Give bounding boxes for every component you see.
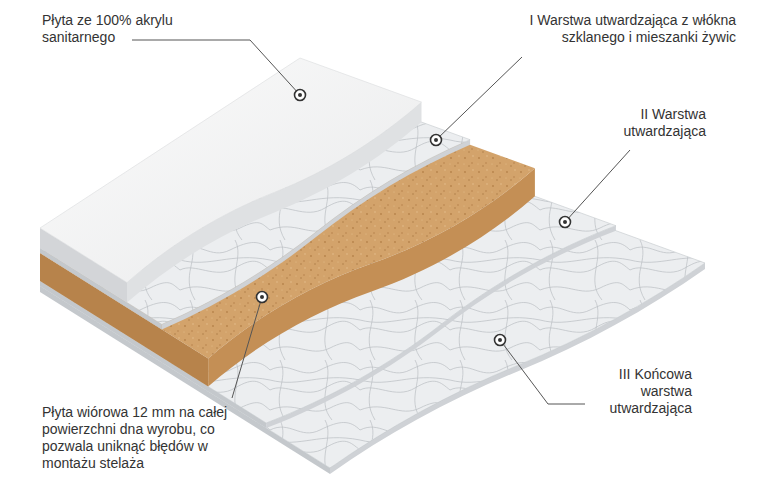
- leader-line: [500, 340, 585, 404]
- callout-label: III Końcowa warstwa utwardzająca: [592, 366, 692, 417]
- leader-line: [436, 57, 522, 140]
- callout-dot: [495, 335, 506, 346]
- callout-label: Płyta wiórowa 12 mm na całej powierzchni…: [42, 404, 232, 472]
- callout-dot: [257, 292, 268, 303]
- callout-dot: [260, 295, 264, 299]
- leader-line: [132, 40, 300, 95]
- callout-dot: [298, 93, 302, 97]
- callout-dot: [431, 135, 442, 146]
- leader-line: [232, 297, 262, 398]
- callout-dot: [560, 217, 571, 228]
- leader-line: [565, 150, 630, 222]
- callout-dot: [295, 90, 306, 101]
- callout-label: I Warstwa utwardzająca z włókna szklaneg…: [474, 12, 736, 46]
- callout-label: II Warstwa utwardzająca: [606, 106, 706, 140]
- callout-dot: [498, 338, 502, 342]
- acrylic-top: [40, 58, 422, 283]
- callout-label: Płyta ze 100% akrylu sanitarnego: [42, 12, 217, 46]
- callout-dot: [563, 220, 567, 224]
- callout-dot: [434, 138, 438, 142]
